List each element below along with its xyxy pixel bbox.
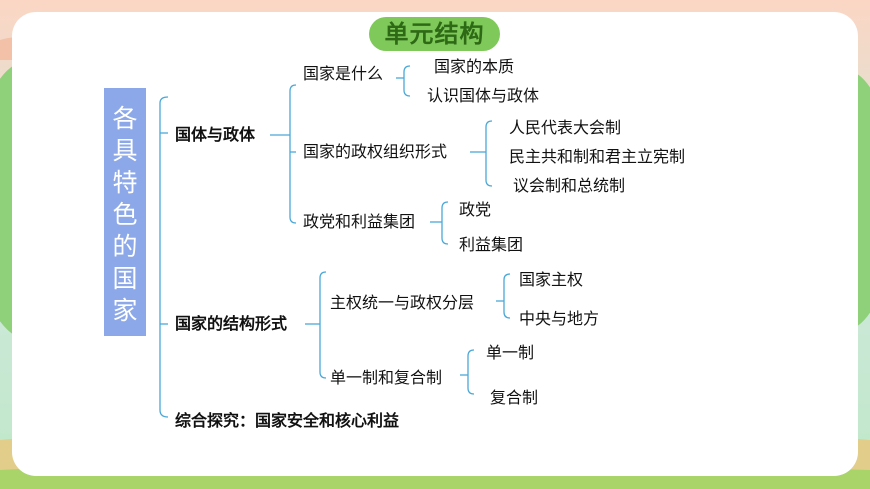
- leaf-system-2: 复合制: [490, 388, 539, 407]
- connector-system: [467, 349, 475, 395]
- node-form: 国家的政权组织形式: [303, 142, 448, 161]
- node-jiegou: 国家的结构形式: [175, 314, 288, 333]
- connector-sovereignty: [503, 273, 511, 319]
- node-guoti: 国体与政体: [175, 125, 256, 144]
- connector-guoti: [289, 84, 297, 224]
- root-char: 国: [112, 264, 138, 293]
- leaf-form-2: 民主共和制和君主立宪制: [509, 147, 686, 166]
- leaf-party-2: 利益集团: [459, 235, 524, 254]
- content-card: [12, 12, 858, 476]
- leaf-system-1: 单一制: [486, 343, 535, 362]
- connector-party: [441, 201, 449, 245]
- leaf-sovereignty-2: 中央与地方: [519, 309, 600, 328]
- node-party: 政党和利益集团: [303, 212, 416, 231]
- root-char: 的: [112, 232, 138, 261]
- leaf-party-1: 政党: [459, 200, 492, 219]
- node-sovereignty: 主权统一与政权分层: [330, 293, 475, 312]
- root-char: 色: [112, 200, 138, 229]
- leaf-form-1: 人民代表大会制: [509, 118, 622, 137]
- root-char: 特: [112, 168, 138, 197]
- root-node: 各 具 特 色 的 国 家: [104, 88, 146, 336]
- node-system: 单一制和复合制: [330, 368, 443, 387]
- leaf-sovereignty-1: 国家主权: [519, 270, 584, 289]
- node-what: 国家是什么: [303, 64, 384, 83]
- connector-jiegou: [319, 271, 327, 379]
- unit-structure-title: 单元结构: [369, 17, 500, 51]
- root-char: 家: [112, 296, 138, 325]
- root-char: 各: [112, 104, 138, 133]
- connector-what: [403, 65, 411, 97]
- connector-form: [485, 120, 493, 187]
- root-char: 具: [112, 136, 138, 165]
- leaf-what-2: 认识国体与政体: [427, 86, 540, 105]
- node-tanjiu: 综合探究：国家安全和核心利益: [175, 411, 400, 430]
- connector-root: [159, 96, 169, 418]
- leaf-what-1: 国家的本质: [434, 57, 515, 76]
- leaf-form-3: 议会制和总统制: [513, 176, 626, 195]
